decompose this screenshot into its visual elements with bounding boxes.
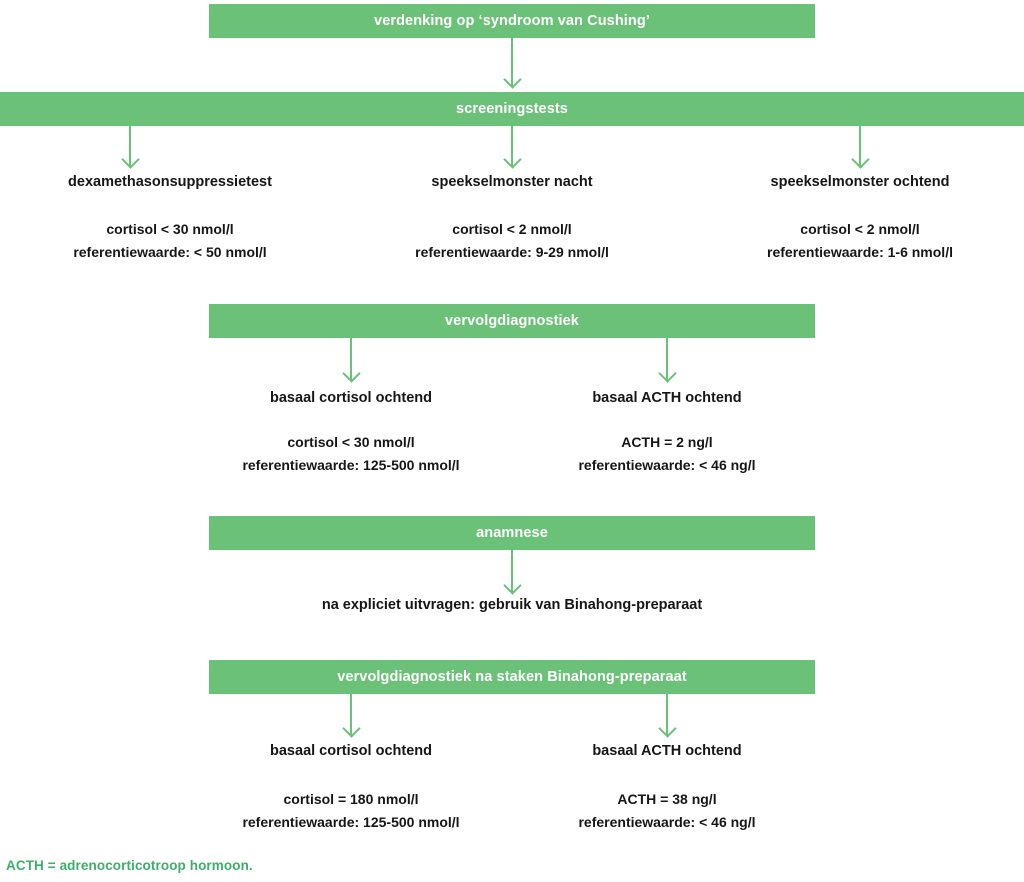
bar-screeningstests-label: screeningstests: [456, 100, 568, 117]
bar-verdenking-cushing-label: verdenking op ‘syndroom van Cushing’: [374, 12, 650, 29]
node-anamnese-bevinding-text: na expliciet uitvragen: gebruik van Bina…: [321, 597, 703, 613]
bar-vervolgdiagnostiek-na-staken-label: vervolgdiagnostiek na staken Binahong-pr…: [337, 668, 687, 685]
arrow-vervolgdiagnostiek-to-basaal-acth: [657, 338, 677, 386]
detail-basaal-cortisol-ochtend-result: cortisol < 30 nmol/l: [287, 434, 415, 450]
bar-anamnese-label: anamnese: [476, 524, 548, 541]
detail-speekselmonster-ochtend-result: cortisol < 2 nmol/l: [800, 221, 920, 237]
detail-na-staken-basaal-acth-ochtend-result: ACTH = 38 ng/l: [617, 791, 717, 807]
detail-speekselmonster-ochtend-reference: referentiewaarde: 1-6 nmol/l: [767, 243, 953, 260]
node-speekselmonster-nacht: speekselmonster nacht: [342, 174, 682, 191]
detail-dexamethasonsuppressietest: cortisol < 30 nmol/l referentiewaarde: <…: [0, 218, 340, 263]
node-basaal-acth-ochtend: basaal ACTH ochtend: [497, 390, 837, 407]
detail-dexamethasonsuppressietest-result: cortisol < 30 nmol/l: [106, 221, 234, 237]
arrow-anamnese-to-bevinding: [502, 550, 522, 598]
detail-dexamethasonsuppressietest-reference: referentiewaarde: < 50 nmol/l: [73, 243, 267, 260]
arrow-na-staken-to-basaal-cortisol: [341, 694, 361, 741]
node-na-staken-basaal-acth-ochtend-title: basaal ACTH ochtend: [592, 743, 742, 759]
arrow-na-staken-to-basaal-acth: [657, 694, 677, 741]
node-speekselmonster-nacht-title: speekselmonster nacht: [431, 174, 593, 190]
detail-speekselmonster-nacht: cortisol < 2 nmol/l referentiewaarde: 9-…: [342, 218, 682, 263]
node-basaal-cortisol-ochtend-title: basaal cortisol ochtend: [270, 390, 432, 406]
node-dexamethasonsuppressietest-title: dexamethasonsuppressietest: [68, 174, 272, 190]
node-basaal-acth-ochtend-title: basaal ACTH ochtend: [592, 390, 742, 406]
bar-vervolgdiagnostiek: vervolgdiagnostiek: [209, 304, 815, 338]
node-speekselmonster-ochtend: speekselmonster ochtend: [690, 174, 1024, 191]
node-na-staken-basaal-acth-ochtend: basaal ACTH ochtend: [497, 743, 837, 760]
detail-na-staken-basaal-acth-ochtend: ACTH = 38 ng/l referentiewaarde: < 46 ng…: [497, 788, 837, 833]
node-anamnese-bevinding: na expliciet uitvragen: gebruik van Bina…: [182, 597, 842, 614]
detail-basaal-cortisol-ochtend-reference: referentiewaarde: 125-500 nmol/l: [242, 456, 460, 473]
bar-anamnese: anamnese: [209, 516, 815, 550]
detail-basaal-acth-ochtend: ACTH = 2 ng/l referentiewaarde: < 46 ng/…: [497, 431, 837, 476]
detail-basaal-acth-ochtend-result: ACTH = 2 ng/l: [621, 434, 713, 450]
bar-verdenking-cushing: verdenking op ‘syndroom van Cushing’: [209, 4, 815, 38]
detail-basaal-cortisol-ochtend: cortisol < 30 nmol/l referentiewaarde: 1…: [181, 431, 521, 476]
detail-speekselmonster-nacht-reference: referentiewaarde: 9-29 nmol/l: [415, 243, 609, 260]
detail-na-staken-basaal-cortisol-ochtend-result: cortisol = 180 nmol/l: [283, 791, 419, 807]
detail-na-staken-basaal-cortisol-ochtend: cortisol = 180 nmol/l referentiewaarde: …: [181, 788, 521, 833]
bar-vervolgdiagnostiek-label: vervolgdiagnostiek: [445, 312, 579, 329]
arrow-screening-to-speekselmonster-ochtend: [850, 126, 870, 172]
arrow-vervolgdiagnostiek-to-basaal-cortisol: [341, 338, 361, 386]
bar-screeningstests: screeningstests: [0, 92, 1024, 126]
arrow-screening-to-dexamethasonsuppressietest: [120, 126, 140, 172]
node-na-staken-basaal-cortisol-ochtend: basaal cortisol ochtend: [181, 743, 521, 760]
arrow-screening-to-speekselmonster-nacht: [502, 126, 522, 172]
node-speekselmonster-ochtend-title: speekselmonster ochtend: [770, 174, 950, 190]
detail-na-staken-basaal-cortisol-ochtend-reference: referentiewaarde: 125-500 nmol/l: [242, 813, 460, 830]
bar-vervolgdiagnostiek-na-staken: vervolgdiagnostiek na staken Binahong-pr…: [209, 660, 815, 694]
detail-basaal-acth-ochtend-reference: referentiewaarde: < 46 ng/l: [578, 456, 756, 473]
footnote-acth-abbreviation: ACTH = adrenocorticotroop hormoon.: [6, 858, 253, 873]
node-na-staken-basaal-cortisol-ochtend-title: basaal cortisol ochtend: [270, 743, 432, 759]
detail-speekselmonster-ochtend: cortisol < 2 nmol/l referentiewaarde: 1-…: [690, 218, 1024, 263]
detail-na-staken-basaal-acth-ochtend-reference: referentiewaarde: < 46 ng/l: [578, 813, 756, 830]
arrow-start-to-screening: [502, 38, 522, 92]
node-dexamethasonsuppressietest: dexamethasonsuppressietest: [0, 174, 340, 191]
node-basaal-cortisol-ochtend: basaal cortisol ochtend: [181, 390, 521, 407]
detail-speekselmonster-nacht-result: cortisol < 2 nmol/l: [452, 221, 572, 237]
